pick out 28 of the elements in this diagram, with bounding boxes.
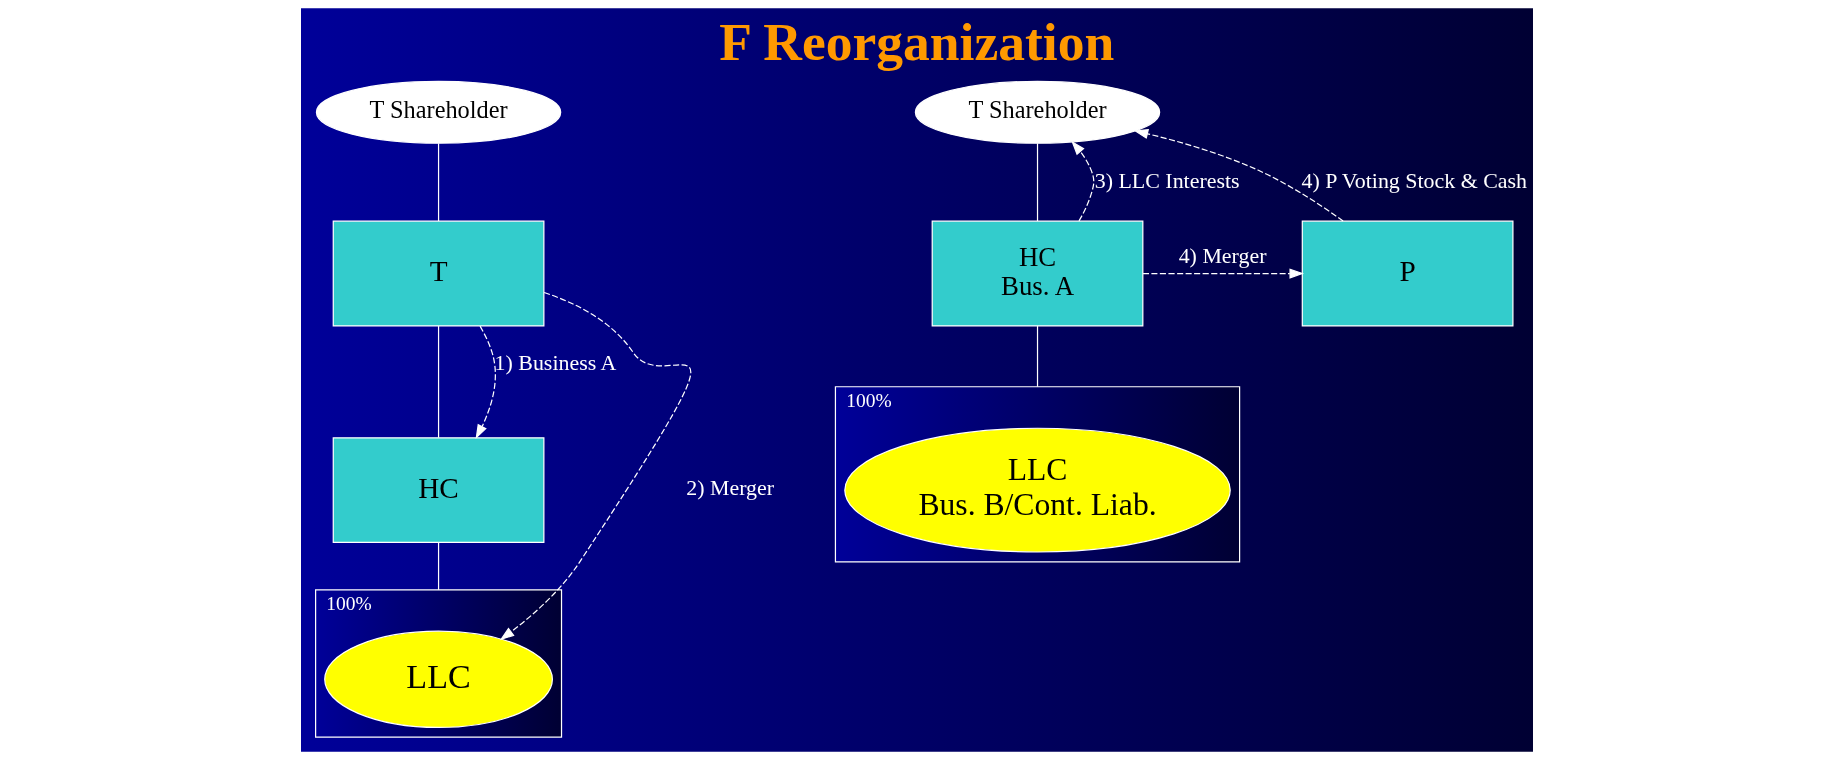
- node-box: HC Bus. A: [931, 220, 1144, 327]
- edge-label: 2) Merger: [686, 475, 775, 501]
- node-box: HC: [332, 437, 545, 544]
- cluster: [315, 589, 563, 738]
- connector: [1036, 142, 1039, 222]
- arrow: [475, 325, 496, 440]
- diagram-title: F Reorganization: [719, 11, 1115, 72]
- node-ellipse: T Shareholder: [914, 80, 1161, 144]
- arrow: [1142, 268, 1305, 279]
- edge-label: 4) P Voting Stock & Cash: [1301, 167, 1527, 193]
- node-ellipse: LLC: [324, 630, 553, 728]
- arrow: [499, 291, 691, 641]
- edge-label: 1) Business A: [494, 350, 617, 376]
- edge-label: 4) Merger: [1178, 243, 1267, 269]
- connector: [437, 542, 440, 591]
- connector: [1036, 325, 1039, 388]
- node-label: 100%: [846, 390, 892, 412]
- arrow: [1071, 140, 1095, 222]
- arrow: [1133, 128, 1344, 222]
- connector: [437, 325, 440, 439]
- edge-label: 3) LLC Interests: [1094, 167, 1240, 193]
- connector: [437, 142, 440, 222]
- node-box: T: [332, 220, 545, 327]
- node-label: 100%: [326, 593, 372, 615]
- node-ellipse: LLC Bus. B/Cont. Liab.: [844, 427, 1231, 553]
- node-ellipse: T Shareholder: [315, 80, 562, 144]
- cluster: [834, 386, 1241, 563]
- node-box: P: [1301, 220, 1514, 327]
